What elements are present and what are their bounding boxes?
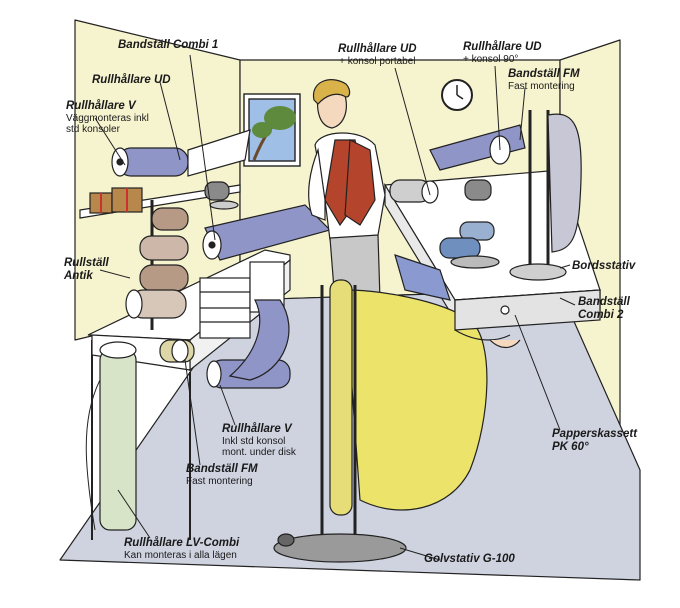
label-rullhallare-lv-combi: Rullhållare LV-Combi Kan monteras i alla… (124, 537, 240, 561)
label-rullhallare-ud-left: Rullhållare UD (92, 74, 171, 86)
floor-stand-g100 (273, 279, 511, 563)
label-rullstall-antik: Rullställ Antik (64, 257, 109, 282)
label-bandstall-combi-1: Bandställ Combi 1 (118, 39, 219, 51)
label-papperskassett: Papperskassett PK 60° (552, 428, 638, 453)
wall-shelf (79, 184, 241, 219)
label-bandstall-combi-2: Bandställ Combi 2 (578, 296, 630, 321)
ceiling (55, 5, 610, 60)
label-rullhallare-ud-90: Rullhållare UD + konsol 90° (463, 41, 542, 65)
label-rullhallare-v-top: Rullhållare V Väggmonteras inkl std kons… (66, 100, 149, 136)
table-stand (509, 110, 582, 281)
label-golvstativ-g100: Golvstativ G-100 (424, 553, 515, 565)
tape-stand-fm (159, 339, 195, 363)
label-bordsstativ: Bordsstativ (572, 260, 636, 272)
roll-holder-lv-combi (85, 341, 137, 531)
tree-icon (264, 106, 296, 130)
label-rullhallare-v-bottom: Rullhållare V Inkl std konsol mont. unde… (222, 423, 296, 459)
label-rullhallare-ud-portabel: Rullhållare UD + konsol portabel (338, 43, 417, 67)
leader-lines (94, 54, 576, 561)
roll-holder-v-wall (111, 129, 251, 177)
right-counter-items (389, 124, 526, 301)
dispenser-combi-1 (202, 181, 332, 261)
label-bandstall-fm-bottom: Bandställ FM Fast montering (186, 463, 258, 487)
roll-stand-antik (125, 200, 189, 330)
window (243, 93, 301, 167)
label-bandstall-fm-top: Bandställ FM Fast montering (508, 68, 580, 92)
clock-icon (441, 79, 473, 111)
roll-holder-v-under (206, 299, 291, 389)
person (308, 79, 386, 303)
